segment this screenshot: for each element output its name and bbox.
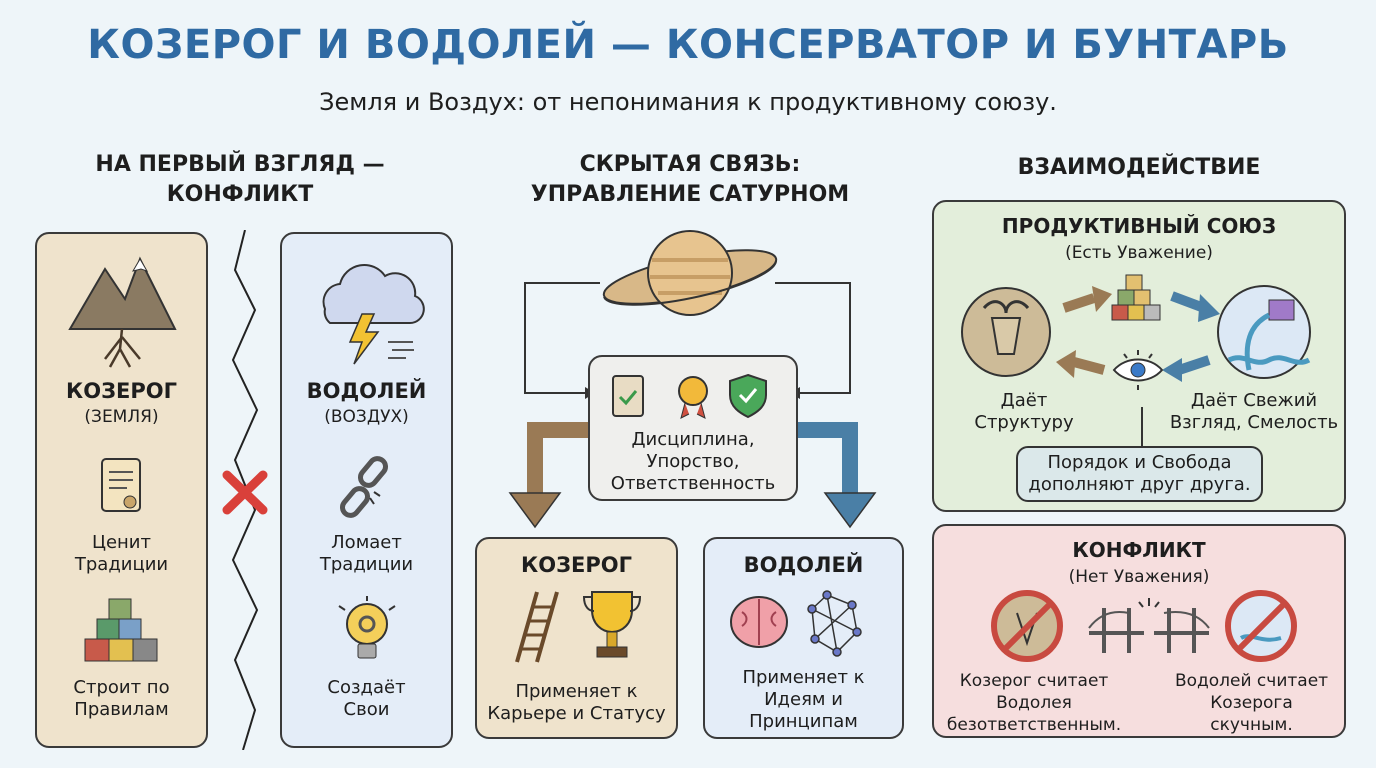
saturn-connections (508, 230, 877, 529)
connector-line (1141, 407, 1143, 447)
left-heading: НА ПЕРВЫЙ ВЗГЛЯД — КОНФЛИКТ (40, 150, 440, 210)
quality-item: Ответственность (610, 473, 776, 494)
brown-arrow (527, 422, 588, 493)
left-heading-line1: НА ПЕРВЫЙ ВЗГЛЯД — (95, 152, 385, 177)
trait-line: Ценит (91, 532, 151, 553)
aquarius-name: ВОДОЛЕЙ (306, 379, 427, 403)
trait-line: Ломает (331, 532, 402, 553)
qualities-icons (612, 373, 767, 419)
text-line: скучным. (1210, 715, 1293, 735)
center-heading-line1: СКРЫТАЯ СВЯЗЬ: (579, 152, 801, 177)
eye-icon (1112, 350, 1164, 390)
center-heading-line2: УПРАВЛЕНИЕ САТУРНОМ (530, 182, 850, 207)
text-line: безответственным. (946, 715, 1122, 735)
note-line: Порядок и Свобода (1047, 452, 1232, 473)
center-heading: СКРЫТАЯ СВЯЗЬ: УПРАВЛЕНИЕ САТУРНОМ (490, 150, 890, 210)
note-line: дополняют друг друга. (1028, 474, 1251, 495)
qualities-text: Дисциплина, Упорство, Ответственность (590, 429, 796, 495)
blocks-icon (1111, 274, 1161, 321)
goat-icon (961, 287, 1051, 377)
zigzag-divider (222, 230, 268, 750)
text-line: Принципам (749, 711, 858, 732)
quality-item: Упорство, (646, 451, 740, 472)
storm-cloud-icon (322, 263, 425, 365)
saturn-icon (602, 230, 778, 316)
right-heading: ВЗАИМОДЕЙСТВИЕ (1017, 155, 1261, 180)
text-line: Даёт Свежий (1190, 390, 1318, 411)
aquarius-app-title: ВОДОЛЕЙ (743, 553, 864, 577)
trait-line: Свои (343, 699, 390, 720)
text-line: Водолея (996, 693, 1072, 713)
shield-check-icon (729, 373, 767, 419)
union-title: ПРОДУКТИВНЫЙ СОЮЗ (1001, 214, 1277, 238)
brain-icon (730, 596, 788, 648)
blocks-icon (84, 598, 158, 662)
aquarius-element: (ВОЗДУХ) (324, 407, 409, 427)
lightbulb-gear-icon (338, 596, 396, 659)
water-vessel-icon (1217, 285, 1311, 379)
text-line: Взгляд, Смелость (1169, 412, 1339, 433)
no-water-vessel-icon (1225, 590, 1297, 662)
brain-network-icons (730, 590, 862, 657)
ladder-trophy-icons (515, 591, 642, 663)
capricorn-element: (ЗЕМЛЯ) (84, 407, 159, 427)
text-line: Козерог считает (959, 671, 1109, 691)
broken-bridge-icon (1088, 598, 1210, 653)
trait-line: Создаёт (327, 677, 406, 698)
trophy-icon (582, 591, 642, 658)
clipboard-icon (612, 375, 644, 417)
x-icon (222, 470, 268, 515)
mountain-icon (68, 256, 177, 368)
conflict-title: КОНФЛИКТ (1072, 538, 1206, 562)
trait-line: Традиции (74, 554, 169, 575)
left-heading-line2: КОНФЛИКТ (166, 182, 314, 207)
capricorn-app-title: КОЗЕРОГ (521, 553, 632, 577)
text-line: Козерога (1210, 693, 1293, 713)
saturn-qualities-box: Дисциплина, Упорство, Ответственность (588, 355, 798, 501)
page-title: КОЗЕРОГ И ВОДОЛЕЙ — КОНСЕРВАТОР И БУНТАР… (87, 22, 1289, 68)
award-ribbon-icon (678, 376, 708, 419)
blue-arrow (797, 422, 858, 493)
network-icon (807, 590, 862, 657)
scroll-icon (101, 458, 141, 512)
page-subtitle: Земля и Воздух: от непонимания к продукт… (319, 88, 1057, 116)
text-line: Идеям и (764, 689, 843, 710)
text-line: Карьере и Статусу (487, 703, 666, 724)
capricorn-name: КОЗЕРОГ (66, 379, 177, 403)
union-cycle-diagram (961, 274, 1311, 390)
text-line: Структуру (974, 412, 1074, 433)
no-goat-icon (991, 590, 1063, 662)
trait-line: Традиции (319, 554, 414, 575)
broken-chain-icon (340, 456, 388, 518)
trait-line: Правилам (74, 699, 169, 720)
text-line: Даёт (1000, 390, 1048, 411)
conflict-icons (991, 590, 1297, 662)
text-line: Применяет к (515, 681, 638, 702)
ladder-icon (515, 591, 559, 663)
union-note-box: Порядок и Свобода дополняют друг друга. (1016, 446, 1263, 502)
text-line: Применяет к (742, 667, 865, 688)
trait-line: Строит по (73, 677, 170, 698)
text-line: Водолей считает (1174, 671, 1329, 691)
union-subtitle: (Есть Уважение) (1065, 243, 1213, 263)
quality-item: Дисциплина, (631, 429, 755, 450)
conflict-subtitle: (Нет Уважения) (1068, 567, 1210, 587)
